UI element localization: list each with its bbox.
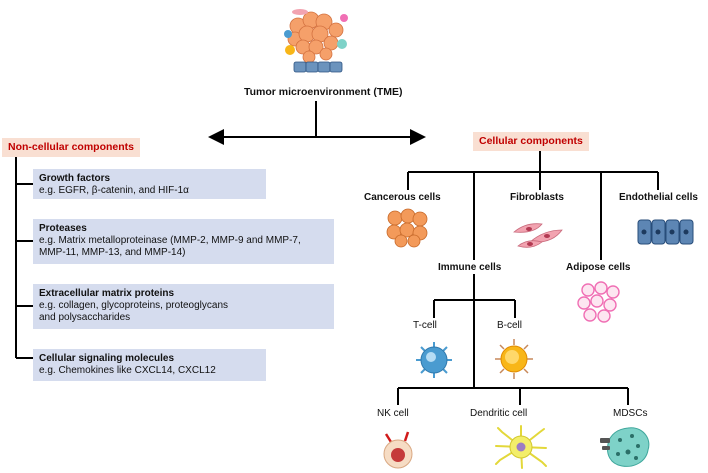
cancerous-cells-label: Cancerous cells [364,192,441,203]
proteases-title: Proteases [39,223,87,234]
t-cell-icon [416,342,452,378]
ecm-proteins-title: Extracellular matrix proteins [39,288,175,299]
cancerous-cells-icon [386,208,428,248]
proteases-desc: e.g. Matrix metalloproteinase (MMP-2, MM… [39,235,301,258]
ecm-proteins-box: Extracellular matrix proteins e.g. colla… [33,284,334,329]
signaling-molecules-desc: e.g. Chemokines like CXCL14, CXCL12 [39,365,216,376]
nk-cell-icon [383,431,413,469]
fibroblasts-label: Fibroblasts [510,192,564,203]
endothelial-cells-label: Endothelial cells [619,192,698,203]
b-cell-label: B-cell [497,320,523,331]
growth-factors-box: Growth factors e.g. EGFR, β-catenin, and… [33,169,266,199]
fibroblasts-icon [513,223,563,248]
mdscs-label: MDSCs [613,408,648,419]
growth-factors-title: Growth factors [39,173,111,184]
tme-title: Tumor microenvironment (TME) [244,86,403,98]
endothelial-cells-icon [637,219,694,245]
noncellular-header: Non-cellular components [2,138,141,157]
proteases-box: Proteases e.g. Matrix metalloproteinase … [33,219,334,264]
dendritic-cell-icon [495,425,547,469]
nk-cell-label: NK cell [377,408,409,419]
b-cell-icon [495,339,533,379]
mdsc-icon [600,427,650,467]
adipose-cells-label: Adipose cells [566,262,631,273]
adipose-cells-icon [577,281,620,323]
dendritic-cell-label: Dendritic cell [470,408,528,419]
ecm-proteins-desc: e.g. collagen, glycoproteins, proteoglyc… [39,300,229,323]
growth-factors-desc: e.g. EGFR, β-catenin, and HIF-1α [39,185,189,196]
signaling-molecules-title: Cellular signaling molecules [39,353,175,364]
tumor-microenvironment-icon [284,9,348,73]
t-cell-label: T-cell [413,320,437,331]
signaling-molecules-box: Cellular signaling molecules e.g. Chemok… [33,349,266,381]
cellular-header: Cellular components [473,132,589,151]
immune-cells-label: Immune cells [438,262,502,273]
